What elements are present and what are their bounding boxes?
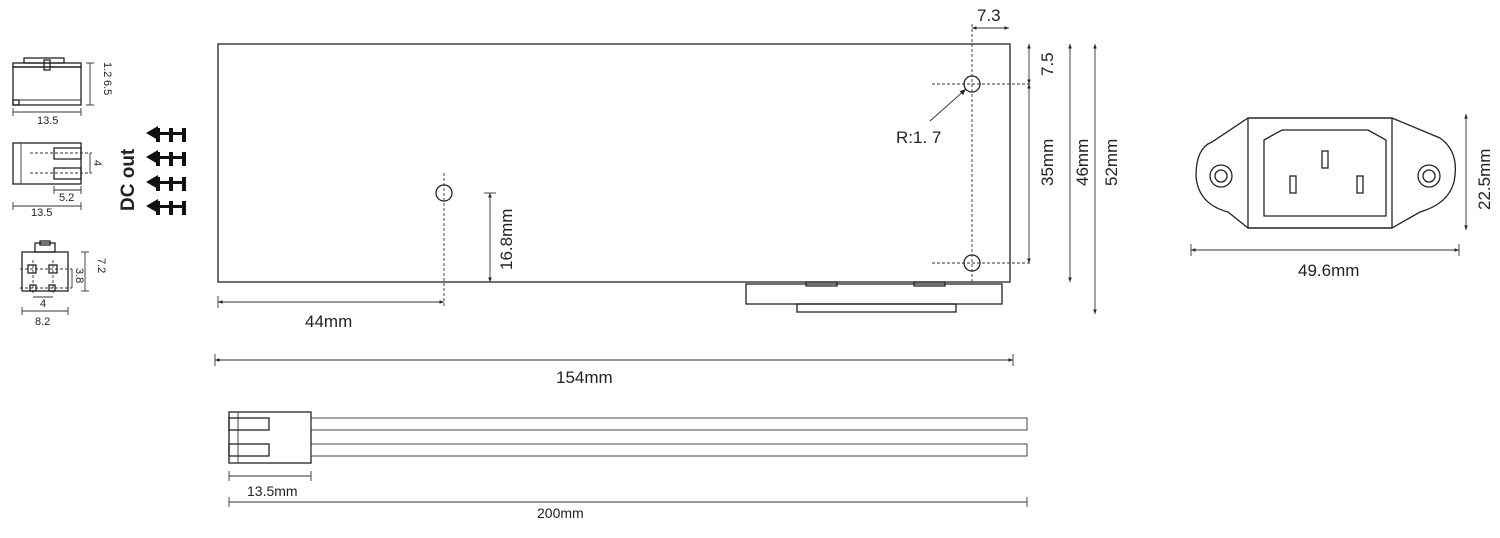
dc-out-arrow xyxy=(146,199,186,215)
connector-front-view xyxy=(20,240,89,315)
side-view-dim-top: 1.2 xyxy=(101,62,113,77)
dc-out-arrow-head xyxy=(146,199,158,213)
dc-out-arrow-bar xyxy=(182,177,186,191)
dc-out-arrow xyxy=(146,150,186,166)
dim-top-offset: 7.5 xyxy=(1038,52,1057,76)
dc-out-arrow-head xyxy=(146,150,158,164)
dc-out-arrow-bar xyxy=(182,152,186,166)
dc-out-arrow-shaft xyxy=(156,156,182,159)
dc-out-label: DC out xyxy=(118,148,139,211)
dim-hole-spacing: 35mm xyxy=(1038,139,1057,186)
cable-dim-connector: 13.5mm xyxy=(247,483,298,499)
dc-out-arrow-shaft xyxy=(156,132,182,135)
connector-top-view xyxy=(12,142,92,210)
front-view-dim-height: 7.2 xyxy=(95,258,107,273)
dc-out-arrow-head xyxy=(146,175,158,189)
iec-dim-width: 49.6mm xyxy=(1298,261,1359,280)
dc-out-arrow-bar xyxy=(182,201,186,215)
top-view-dim-pin-gap: 4 xyxy=(91,160,103,166)
iec-inlet xyxy=(1190,114,1468,256)
side-view-dim-width: 13.5 xyxy=(37,115,58,127)
cable-dim-length: 200mm xyxy=(537,505,584,521)
connector-side-view xyxy=(12,57,94,116)
dc-out-arrow xyxy=(146,126,186,142)
dim-board-height: 46mm xyxy=(1073,139,1092,186)
main-board xyxy=(214,24,1097,366)
dc-out-arrow xyxy=(146,175,186,191)
dc-out-arrow-head xyxy=(146,126,158,140)
top-view-dim-width: 13.5 xyxy=(31,207,52,219)
iec-dim-height: 22.5mm xyxy=(1475,149,1494,210)
side-view-dim-height: 6.5 xyxy=(101,80,113,95)
dim-length: 154mm xyxy=(556,368,613,387)
dc-out-arrow-bar xyxy=(182,128,186,142)
dim-center-hole-height: 16.8mm xyxy=(497,209,516,270)
dc-out-arrow-shaft xyxy=(156,181,182,184)
front-view-dim-width: 8.2 xyxy=(35,316,50,328)
cable-assembly xyxy=(228,411,1028,507)
front-view-dim-pin-pitch-v: 3.8 xyxy=(73,268,85,283)
hole-radius-label: R:1. 7 xyxy=(896,128,941,147)
dim-hole-offset: 7.3 xyxy=(977,6,1001,25)
dc-out-arrow-shaft xyxy=(156,205,182,208)
front-view-dim-pin-pitch-h: 4 xyxy=(40,298,46,310)
top-view-dim-pin-length: 5.2 xyxy=(59,192,74,204)
dim-center-hole-x: 44mm xyxy=(305,312,352,331)
dc-out-arrows xyxy=(146,126,186,215)
dim-total-height: 52mm xyxy=(1102,139,1121,186)
